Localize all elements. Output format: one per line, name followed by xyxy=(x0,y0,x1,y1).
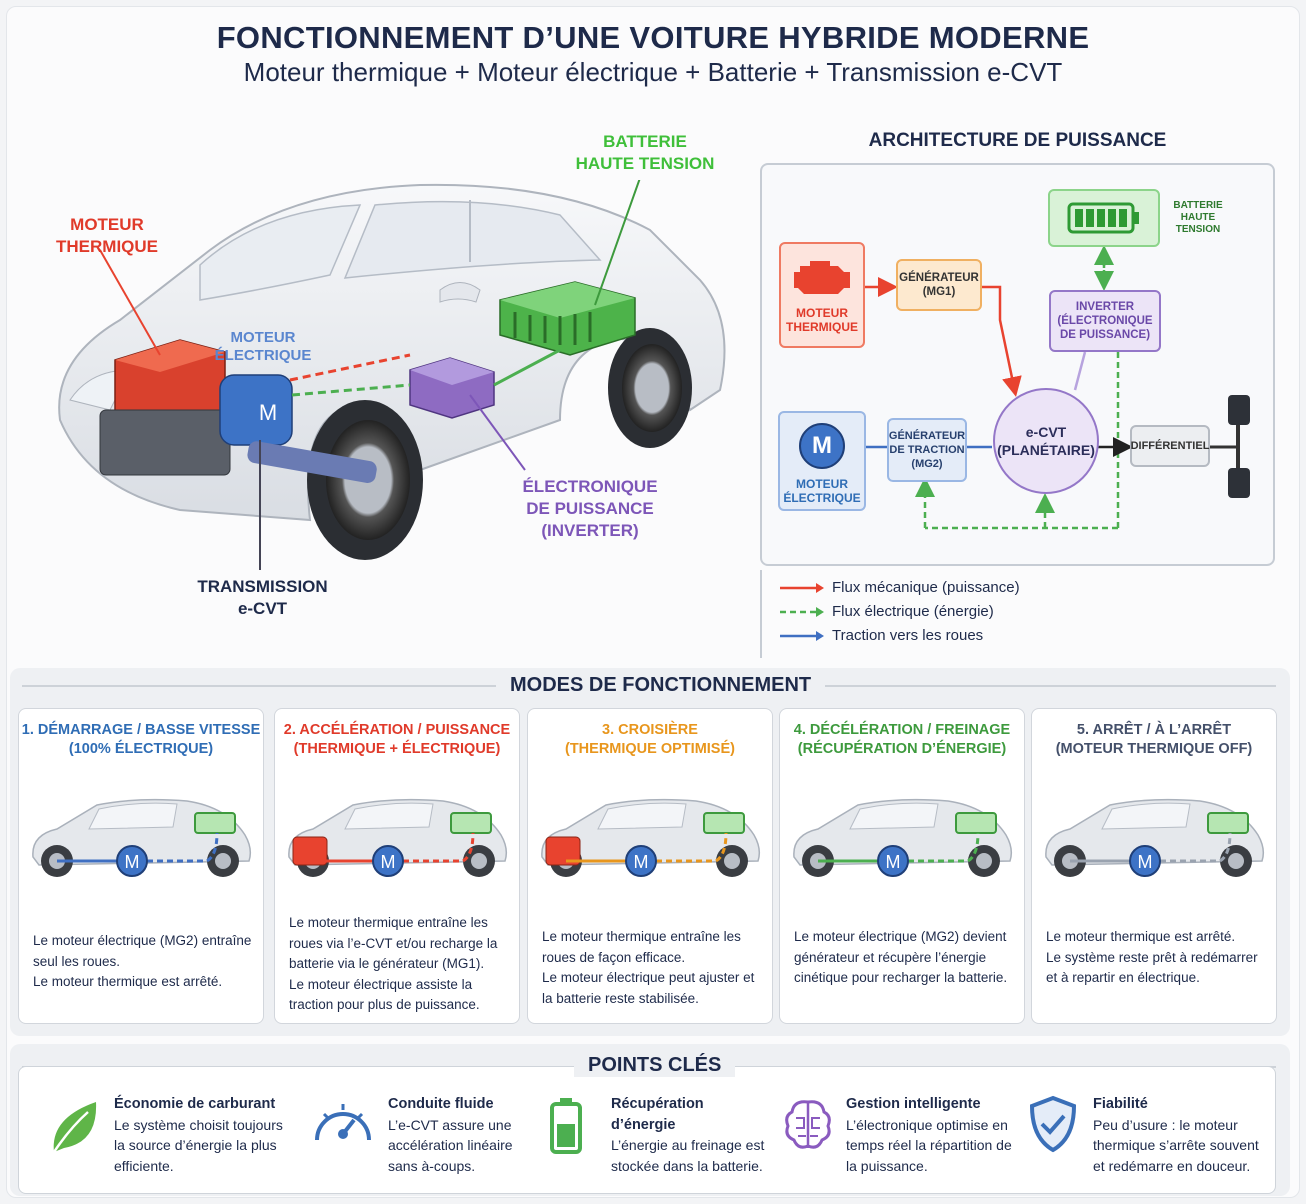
mode-title: 5. ARRÊT / À L’ARRÊT (MOTEUR THERMIQUE O… xyxy=(1055,722,1253,757)
key-point-text: L’électronique optimise en temps réel la… xyxy=(846,1116,1012,1174)
brain-icon xyxy=(785,1100,831,1149)
car-side-window xyxy=(343,200,602,279)
mode-card-4: 4. DÉCÉLÉRATION / FREINAGE (RÉCUPÉRATION… xyxy=(779,708,1025,1024)
arch-battery xyxy=(1048,189,1160,247)
arch-mg2: GÉNÉRATEUR DE TRACTION (MG2) xyxy=(887,418,967,482)
leaf-icon xyxy=(52,1102,97,1153)
car-label-trans-l1: TRANSMISSION xyxy=(197,577,328,596)
mode-car-illustration: M xyxy=(32,798,252,877)
key-point-text: Peu d’usure : le moteur thermique s’arrê… xyxy=(1093,1116,1259,1174)
modes-title: MODES DE FONCTIONNEMENT xyxy=(496,674,826,697)
arch-mg1: GÉNÉRATEUR (MG1) xyxy=(896,259,982,311)
svg-text:M: M xyxy=(634,852,649,872)
mode-title: 2. ACCÉLÉRATION / PUISSANCE (THERMIQUE +… xyxy=(283,722,511,757)
mode-card-5: 5. ARRÊT / À L’ARRÊT (MOTEUR THERMIQUE O… xyxy=(1031,708,1277,1024)
car-label-battery-l2: HAUTE TENSION xyxy=(575,154,715,173)
mode-description: Le moteur thermique entraîne les roues d… xyxy=(542,929,755,1006)
mode-description: Le moteur thermique entraîne les roues v… xyxy=(289,915,498,1012)
car-label-inverter-l3: (INVERTER) xyxy=(541,521,639,540)
page-subtitle: Moteur thermique + Moteur électrique + B… xyxy=(243,57,1063,87)
mode-description: Le moteur thermique est arrêté. Le systè… xyxy=(1046,929,1258,985)
key-point-title: Conduite fluide xyxy=(388,1096,494,1112)
key-point-title: Récupération d’énergie xyxy=(611,1096,704,1133)
mode-description: Le moteur électrique (MG2) devient génér… xyxy=(794,929,1008,985)
key-point-text: L’énergie au freinage est stockée dans l… xyxy=(611,1137,765,1174)
mode-car-illustration: M xyxy=(793,798,1013,877)
page-title: FONCTIONNEMENT D’UNE VOITURE HYBRIDE MOD… xyxy=(216,20,1090,55)
mode-card-3: 3. CROISIÈRE (THERMIQUE OPTIMISÉ) M Le mot… xyxy=(527,708,773,1024)
engine-block xyxy=(99,339,231,476)
car-windshield xyxy=(199,204,362,301)
arch-emotor-letter: M xyxy=(799,423,845,469)
legend-item-electric: Flux électrique (énergie) xyxy=(780,603,994,620)
car-label-emotor-l1: MOTEUR xyxy=(230,329,296,346)
car-label-inverter-l1: ÉLECTRONIQUE xyxy=(522,477,658,496)
key-point-1: Économie de carburant Le système choisit … xyxy=(114,1094,294,1176)
mode-title: 3. CROISIÈRE (THERMIQUE OPTIMISÉ) xyxy=(565,722,735,757)
arch-engine: MOTEUR THERMIQUE xyxy=(779,242,865,348)
architecture-connectors xyxy=(865,245,1250,530)
svg-text:M: M xyxy=(1138,852,1153,872)
mode-title: 1. DÉMARRAGE / BASSE VITESSE (100% ÉLECT… xyxy=(21,722,261,757)
mode-title: 4. DÉCÉLÉRATION / FREINAGE (RÉCUPÉRATION… xyxy=(793,722,1011,757)
arch-emotor: M MOTEUR ÉLECTRIQUE xyxy=(778,411,866,511)
engine-icon xyxy=(794,261,850,294)
mode-car-illustration: M xyxy=(1045,798,1265,877)
car-label-trans-l2: e-CVT xyxy=(237,599,288,618)
mode-car-illustration: M xyxy=(288,798,508,877)
shield-check-icon xyxy=(1029,1095,1077,1153)
points-title: POINTS CLÉS xyxy=(574,1054,736,1077)
battery-icon xyxy=(1067,202,1139,234)
key-point-text: L’e-CVT assure une accélération linéaire… xyxy=(388,1116,513,1174)
battery-icon xyxy=(550,1098,582,1154)
motor-letter: M xyxy=(259,400,277,425)
rear-wheel xyxy=(622,344,682,432)
electric-motor: M xyxy=(219,374,293,446)
legend-item-mechanical: Flux mécanique (puissance) xyxy=(780,579,1020,596)
hybrid-car-illustration: M xyxy=(58,180,726,570)
arch-differential: DIFFÉRENTIEL xyxy=(1130,425,1210,467)
mode-card-1: 1. DÉMARRAGE / BASSE VITESSE (100% ÉLECT… xyxy=(18,708,264,1024)
svg-text:M: M xyxy=(381,852,396,872)
legend-item-traction: Traction vers les roues xyxy=(780,627,983,644)
svg-text:M: M xyxy=(886,852,901,872)
arch-inverter: INVERTER (ÉLECTRONIQUE DE PUISSANCE) xyxy=(1049,290,1161,352)
drive-shaft xyxy=(247,441,377,483)
mode-description: Le moteur électrique (MG2) entraîne seul… xyxy=(33,933,252,989)
key-point-title: Gestion intelligente xyxy=(846,1096,981,1112)
mode-card-2: 2. ACCÉLÉRATION / PUISSANCE (THERMIQUE +… xyxy=(274,708,520,1024)
svg-text:M: M xyxy=(125,852,140,872)
architecture-title: ARCHITECTURE DE PUISSANCE xyxy=(868,130,1167,151)
key-point-title: Fiabilité xyxy=(1093,1096,1148,1112)
speedometer-icon xyxy=(315,1104,371,1141)
key-point-text: Le système choisit toujours la source d’… xyxy=(114,1116,283,1174)
car-label-emotor-l2: ÉLECTRIQUE xyxy=(214,347,312,364)
battery-pack xyxy=(499,281,636,356)
arch-ecvt: e-CVT (PLANÉTAIRE) xyxy=(993,388,1099,494)
legend-divider xyxy=(760,570,762,658)
car-label-inverter-l2: DE PUISSANCE xyxy=(526,499,654,518)
car-label-engine-l2: THERMIQUE xyxy=(56,237,158,256)
arch-battery-label: BATTERIE HAUTE TENSION xyxy=(1173,200,1223,235)
car-label-engine-l1: MOTEUR xyxy=(70,215,144,234)
key-point-title: Économie de carburant xyxy=(114,1096,276,1112)
mode-car-illustration: M xyxy=(541,798,761,877)
car-label-battery-l1: BATTERIE xyxy=(603,132,687,151)
